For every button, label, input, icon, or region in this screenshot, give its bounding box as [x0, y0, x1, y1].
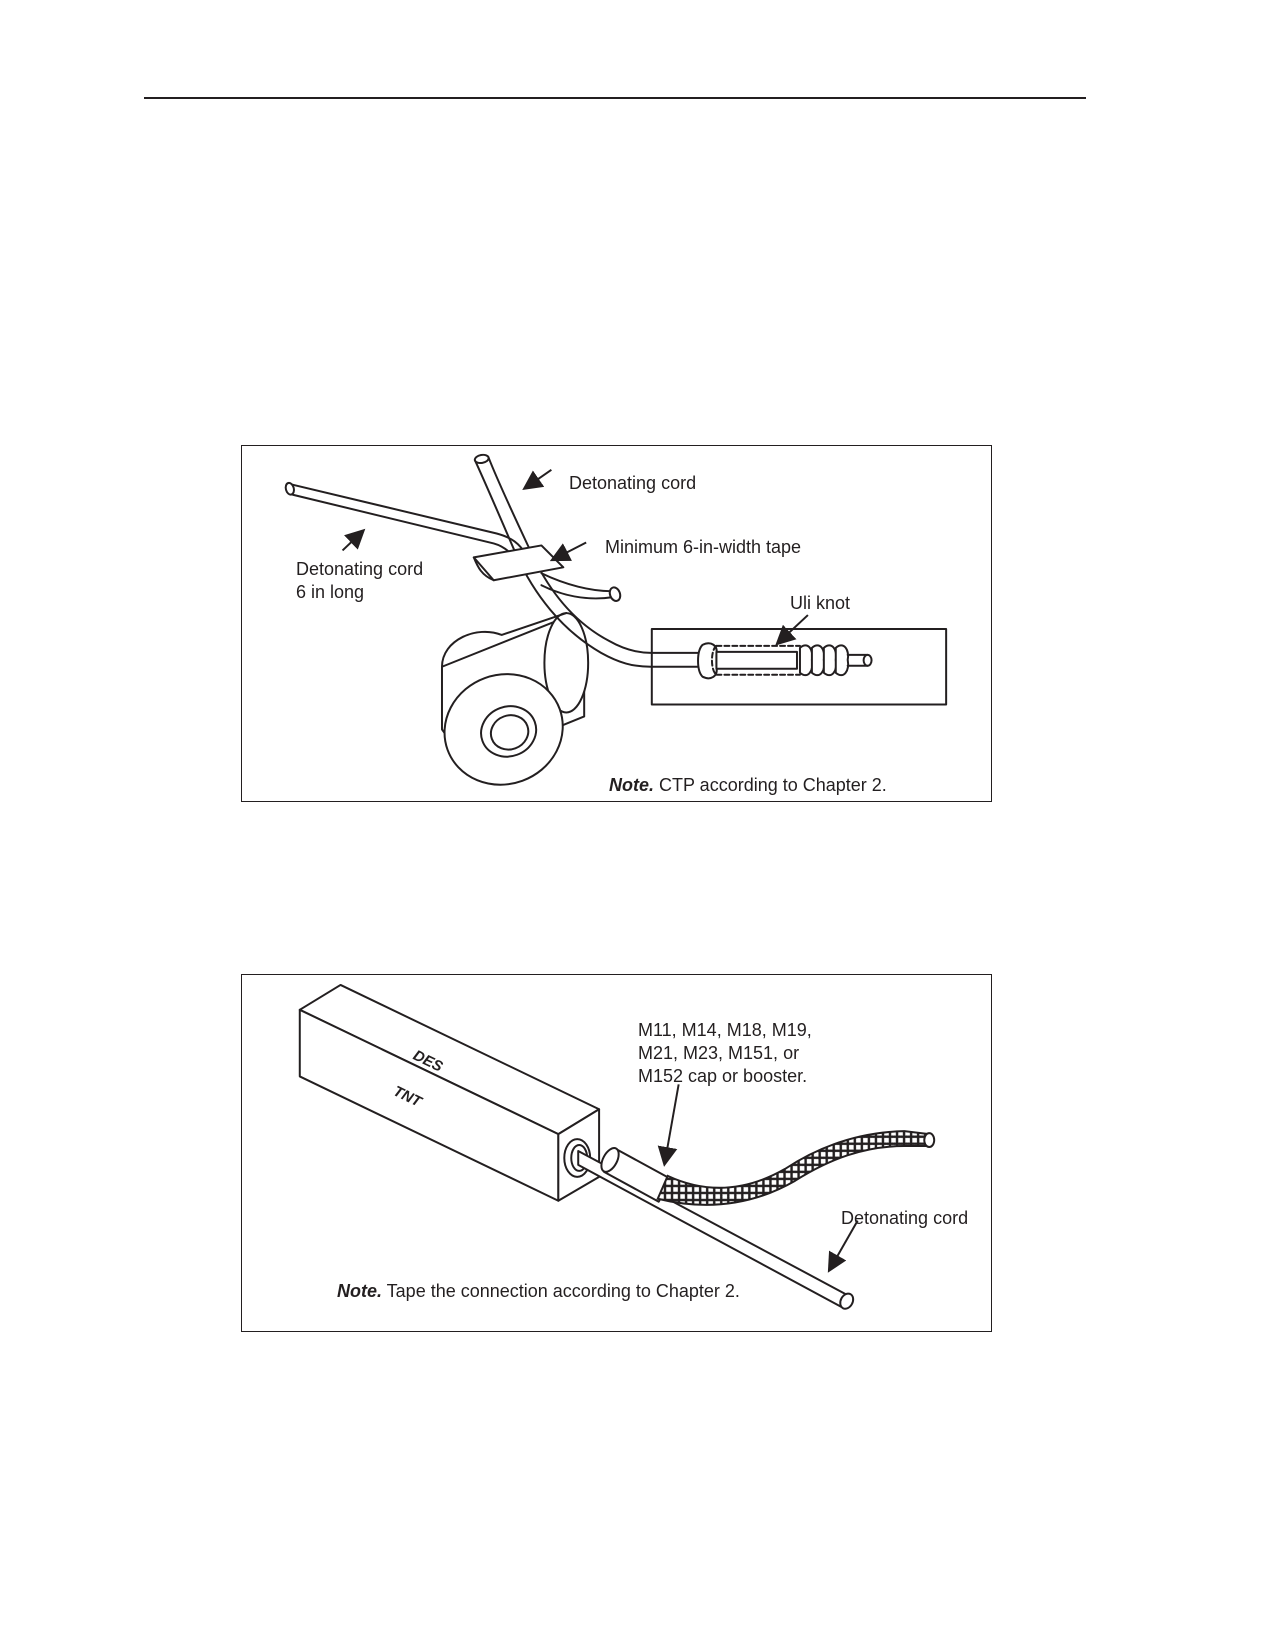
note-prefix: Note. [337, 1281, 382, 1301]
label-caps-line1: M11, M14, M18, M19, [638, 1020, 812, 1040]
header-rule [144, 97, 1086, 99]
uli-knot-inset [650, 627, 948, 706]
figure2-note: Note. Tape the connection according to C… [337, 1280, 740, 1303]
arrow-tape [549, 541, 587, 562]
label-detonating-cord-6in-2: 6 in long [296, 582, 365, 602]
label-caps-line2: M21, M23, M151, or [638, 1043, 800, 1063]
figure-uli-knot-tape: Detonating cord Minimum 6-in-width tape … [241, 445, 992, 802]
label-uli-knot: Uli knot [790, 593, 851, 613]
label-detonating-cord-6in-1: Detonating cord [296, 559, 424, 579]
uli-knot-illustration [284, 453, 948, 786]
tnt-block [298, 983, 601, 1202]
blasting-cap [600, 1147, 672, 1203]
arrow-uli-knot [775, 614, 809, 646]
braided-fuse [656, 1130, 936, 1206]
arrow-detonating-cord [827, 1220, 859, 1273]
arrow-cap [657, 1084, 680, 1167]
tape-roll [440, 612, 590, 786]
arrow-det-cord-top [522, 469, 552, 491]
figure-block-cap-connection: DES TNT M11, M14, M18, M19, M21, M23, M1… [241, 974, 992, 1332]
note-text: Tape the connection according to Chapter… [382, 1281, 740, 1301]
main-cord [473, 453, 652, 668]
label-detonating-cord: Detonating cord [841, 1208, 969, 1228]
note-text: CTP according to Chapter 2. [654, 775, 887, 795]
arrow-det-cord-6in [341, 528, 366, 552]
figure1-note: Note. CTP according to Chapter 2. [609, 774, 887, 797]
block-cap-illustration: DES TNT [298, 983, 936, 1310]
label-detonating-cord-top: Detonating cord [569, 473, 697, 493]
label-caps-line3: M152 cap or booster. [638, 1066, 808, 1086]
label-tape: Minimum 6-in-width tape [605, 537, 802, 557]
note-prefix: Note. [609, 775, 654, 795]
tape-wrap [472, 544, 565, 582]
